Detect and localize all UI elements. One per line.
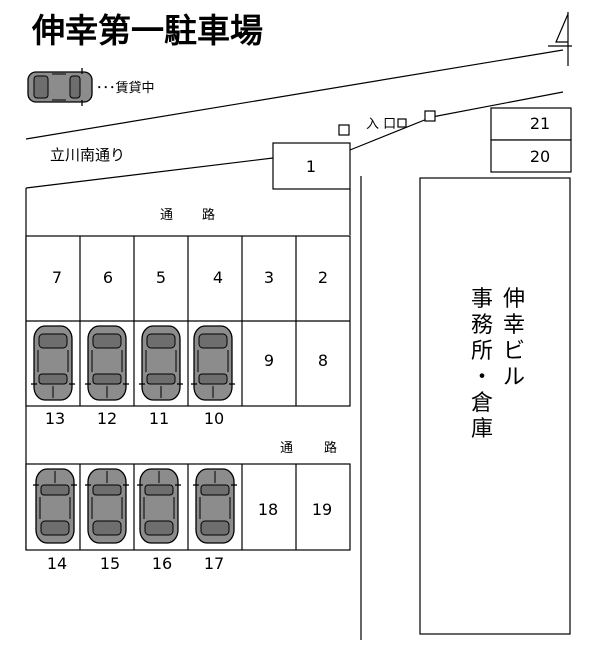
space-number: 14 xyxy=(47,554,67,573)
page-title: 伸幸第一駐車場 xyxy=(31,11,263,50)
space-number: 5 xyxy=(156,268,166,287)
svg-text:幸: 幸 xyxy=(503,313,525,338)
space-number: 3 xyxy=(264,268,274,287)
svg-text:・: ・ xyxy=(471,365,493,390)
aisle-label: 路 xyxy=(324,440,337,456)
space-number: 19 xyxy=(312,500,332,519)
building-use: 事 務 所 ・ 倉 庫 xyxy=(471,287,493,442)
svg-text:ル: ル xyxy=(503,365,525,390)
aisle-label: 通 xyxy=(160,208,173,223)
space-number: 11 xyxy=(149,409,169,428)
lower-row xyxy=(25,463,351,551)
parking-space xyxy=(490,107,572,141)
space-number: 10 xyxy=(204,409,224,428)
building-name: 伸 幸 ビ ル xyxy=(503,287,525,390)
entrance-post-left xyxy=(338,124,350,136)
upper-row xyxy=(25,235,351,407)
svg-text:倉: 倉 xyxy=(471,391,493,416)
rented-car-icon xyxy=(138,325,184,401)
space-number: 12 xyxy=(97,409,117,428)
rented-car-icon xyxy=(27,68,93,106)
building xyxy=(419,177,571,635)
svg-text:務: 務 xyxy=(471,313,493,338)
svg-text:所: 所 xyxy=(471,339,493,364)
legend-label: ･･･賃貸中 xyxy=(96,80,155,96)
space-number: 4 xyxy=(213,268,223,287)
space-number: 6 xyxy=(103,268,113,287)
svg-text:事: 事 xyxy=(471,287,493,312)
svg-text:伸: 伸 xyxy=(503,287,525,312)
space-number: 20 xyxy=(530,147,550,166)
space-number: 17 xyxy=(204,554,224,573)
space-number: 21 xyxy=(530,114,550,133)
entrance-label: 入 口 xyxy=(366,117,396,132)
rented-car-icon xyxy=(136,468,182,544)
legend: ･･･賃貸中 xyxy=(27,68,155,106)
aisle-label: 路 xyxy=(202,207,215,223)
rented-car-icon xyxy=(84,325,130,401)
parking-space xyxy=(490,139,572,173)
space-number: 1 xyxy=(306,157,316,176)
entrance-marker xyxy=(397,118,407,128)
space-number: 2 xyxy=(318,268,328,287)
rented-car-icon xyxy=(190,325,236,401)
space-number: 13 xyxy=(45,409,65,428)
space-number: 7 xyxy=(52,268,62,287)
entrance-post-right xyxy=(424,110,436,122)
svg-text:ビ: ビ xyxy=(503,339,525,364)
space-number: 18 xyxy=(258,500,278,519)
aisle-label: 通 xyxy=(280,441,293,456)
svg-text:庫: 庫 xyxy=(471,417,493,442)
road: 入 口 立川南通り xyxy=(25,49,564,189)
space-number: 16 xyxy=(152,554,172,573)
north-arrow-icon xyxy=(548,12,572,66)
road-name: 立川南通り xyxy=(50,146,125,164)
rented-car-icon xyxy=(192,468,238,544)
space-number: 8 xyxy=(318,351,328,370)
rented-car-icon xyxy=(30,325,76,401)
rented-car-icon xyxy=(84,468,130,544)
parking-space xyxy=(272,142,351,190)
space-number: 9 xyxy=(264,351,274,370)
rented-car-icon xyxy=(32,468,78,544)
space-number: 15 xyxy=(100,554,120,573)
